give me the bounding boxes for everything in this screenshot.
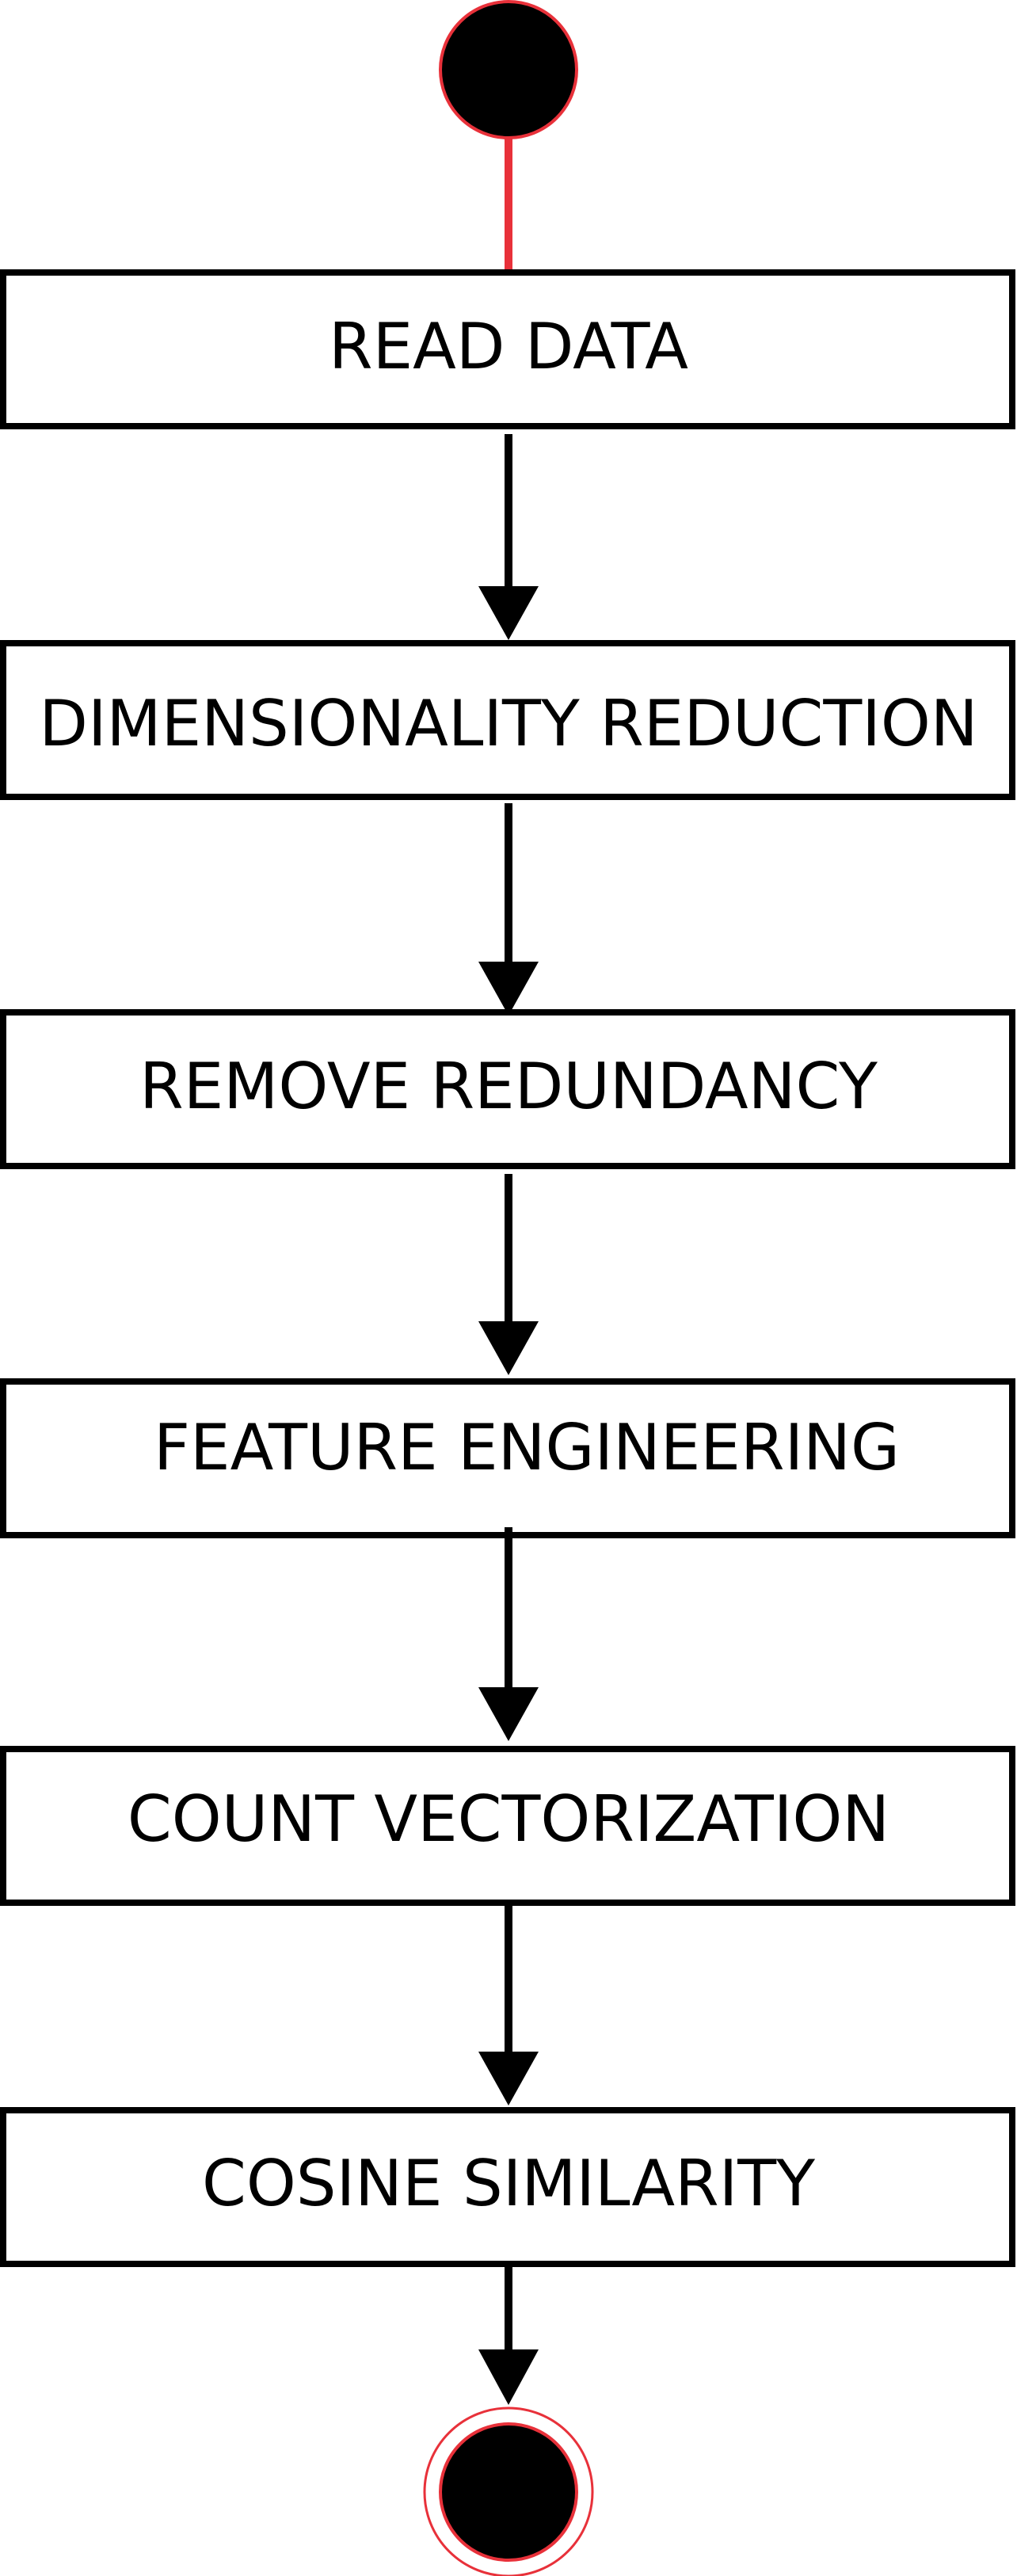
step-box-cosine-similarity: [0, 2107, 1015, 2267]
step-box-remove-redundancy: [0, 1009, 1015, 1169]
arrow-head-1: [478, 586, 539, 640]
arrow-head-2: [478, 962, 539, 1016]
end-node: [439, 2422, 578, 2562]
step-label-remove-redundancy: REMOVE REDUNDANCY: [139, 1050, 878, 1123]
step-label-cosine-similarity: COSINE SIMILARITY: [202, 2147, 816, 2220]
arrow-head-4: [478, 1687, 539, 1741]
step-label-read-data: READ DATA: [329, 310, 688, 383]
step-label-count-vectorization: COUNT VECTORIZATION: [128, 1782, 889, 1856]
start-node: [439, 0, 578, 139]
step-label-dimensionality-reduction: DIMENSIONALITY REDUCTION: [39, 687, 977, 760]
arrow-head-5: [478, 2052, 539, 2105]
step-box-read-data: [0, 269, 1015, 429]
step-box-count-vectorization: [0, 1746, 1015, 1906]
arrow-head-3: [478, 1321, 539, 1375]
step-box-dimensionality-reduction: [0, 640, 1015, 800]
step-box-feature-engineering: [0, 1378, 1015, 1538]
arrow-head-6: [478, 2349, 539, 2405]
step-label-feature-engineering: FEATURE ENGINEERING: [154, 1411, 900, 1484]
